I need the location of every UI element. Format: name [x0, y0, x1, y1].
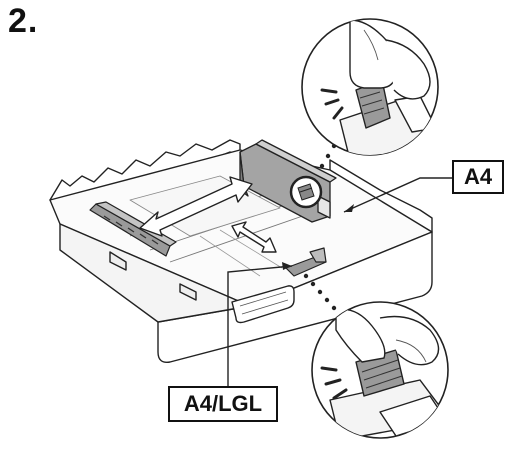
detail-zoom-icon	[311, 301, 449, 439]
double-arrow-icon	[139, 176, 277, 253]
tray-handle	[231, 285, 295, 324]
detail-zoom-icon	[301, 18, 439, 156]
callout-arrow-tip	[344, 204, 354, 212]
click-mark-icon	[320, 88, 344, 120]
step-number: 2.	[8, 2, 39, 40]
callout-arrow-tip	[282, 262, 292, 270]
label-a4: A4	[452, 160, 504, 194]
callout-lines	[227, 177, 452, 386]
left-paper-guide[interactable]	[89, 201, 177, 257]
click-mark-icon	[320, 366, 348, 400]
label-a4-lgl: A4/LGL	[168, 386, 278, 422]
front-paper-guide[interactable]	[285, 247, 327, 277]
